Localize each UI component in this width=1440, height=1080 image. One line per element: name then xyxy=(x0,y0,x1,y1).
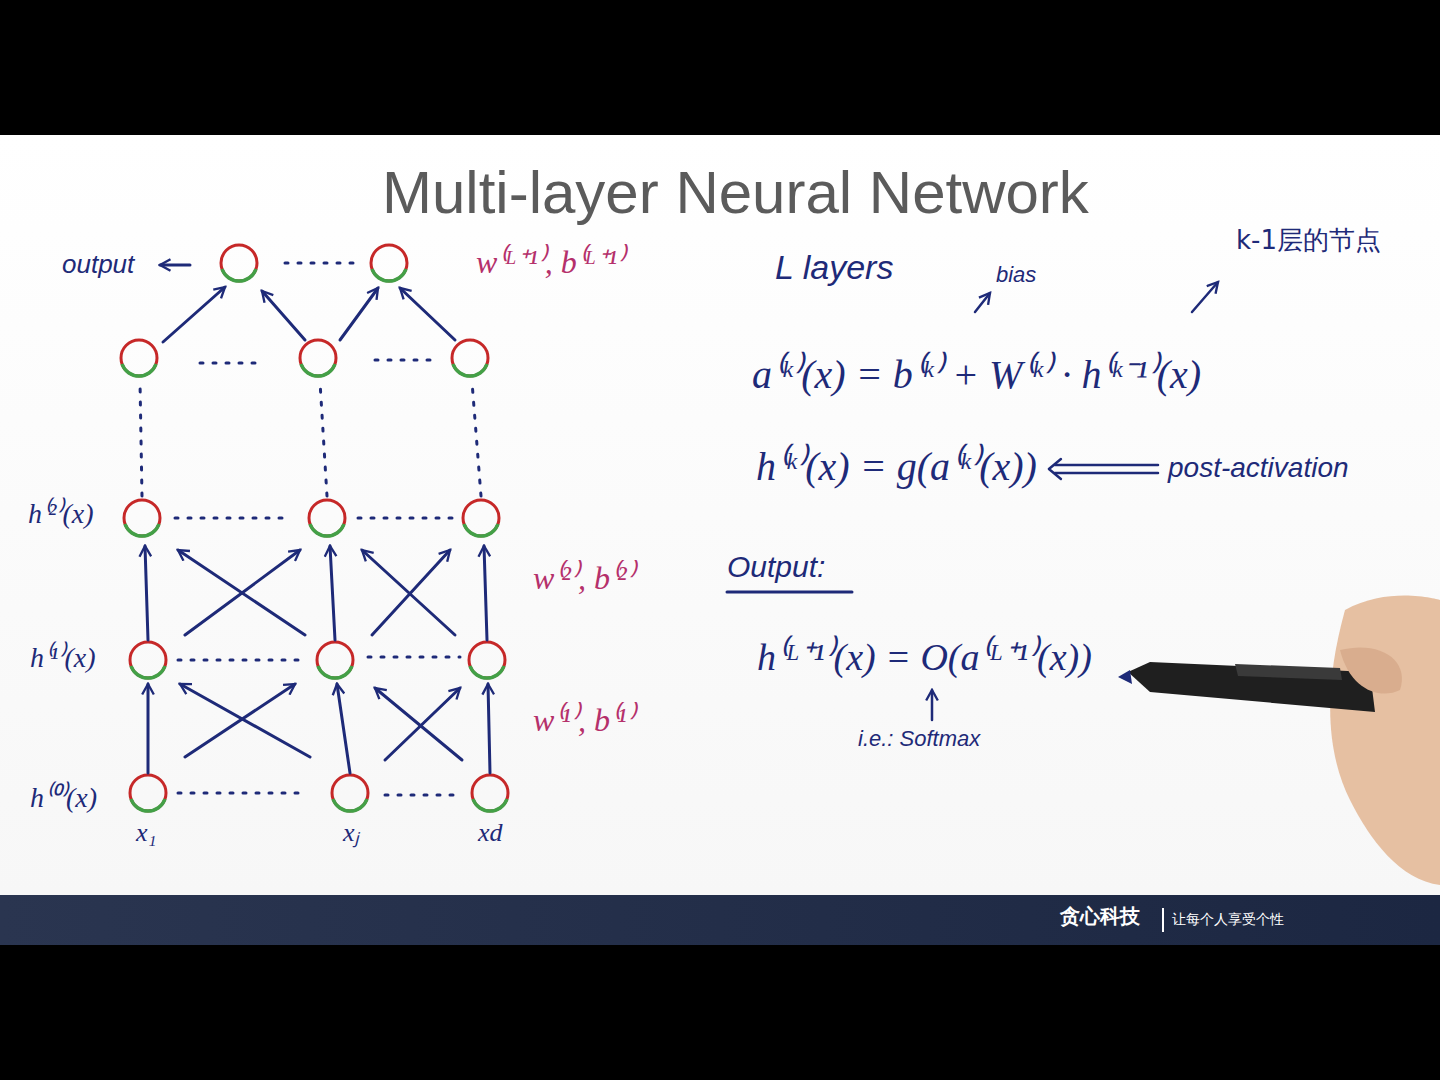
brand-name: 贪心科技 xyxy=(1060,905,1140,928)
hand-with-pen xyxy=(1118,596,1440,885)
heading: Output: xyxy=(727,550,825,585)
weight-arrows xyxy=(145,265,490,773)
note: k-1层的节点 xyxy=(1236,226,1381,256)
input-label: x₁ xyxy=(136,818,157,848)
equation: a⁽ᵏ⁾(x) = b⁽ᵏ⁾ + W⁽ᵏ⁾ · h⁽ᵏ⁻¹⁾(x) xyxy=(752,352,1201,398)
weight-label: w⁽ᴸ⁺¹⁾, b⁽ᴸ⁺¹⁾ xyxy=(476,244,624,281)
layer-label: h⁽⁰⁾(x) xyxy=(30,782,97,814)
equation: h⁽ᴸ⁺¹⁾(x) = O(a⁽ᴸ⁺¹⁾(x)) xyxy=(757,636,1092,680)
note: L layers xyxy=(775,248,893,287)
double-arrow xyxy=(1049,459,1061,479)
title: Multi-layer Neural Network xyxy=(382,158,1089,227)
note: bias xyxy=(996,262,1036,287)
slogan: 让每个人享受个性 xyxy=(1172,911,1284,927)
layer-label: h⁽²⁾(x) xyxy=(28,498,93,530)
double-arrow xyxy=(1055,465,1158,473)
output-label: output xyxy=(62,250,134,280)
equation: h⁽ᵏ⁾(x) = g(a⁽ᵏ⁾(x)) xyxy=(756,444,1037,490)
whiteboard xyxy=(0,135,1440,895)
note: post-activation xyxy=(1168,452,1349,484)
underline xyxy=(727,591,852,594)
ellipsis-dots xyxy=(140,263,481,795)
input-label: xⱼ xyxy=(343,818,359,848)
layer-label: h⁽¹⁾(x) xyxy=(30,642,95,674)
weight-label: w⁽²⁾, b⁽²⁾ xyxy=(533,560,634,597)
separator xyxy=(1162,908,1164,932)
neuron-circles xyxy=(121,245,508,811)
note: i.e.: Softmax xyxy=(858,726,980,751)
weight-label: w⁽¹⁾, b⁽¹⁾ xyxy=(533,702,634,739)
input-label: xd xyxy=(478,818,503,848)
